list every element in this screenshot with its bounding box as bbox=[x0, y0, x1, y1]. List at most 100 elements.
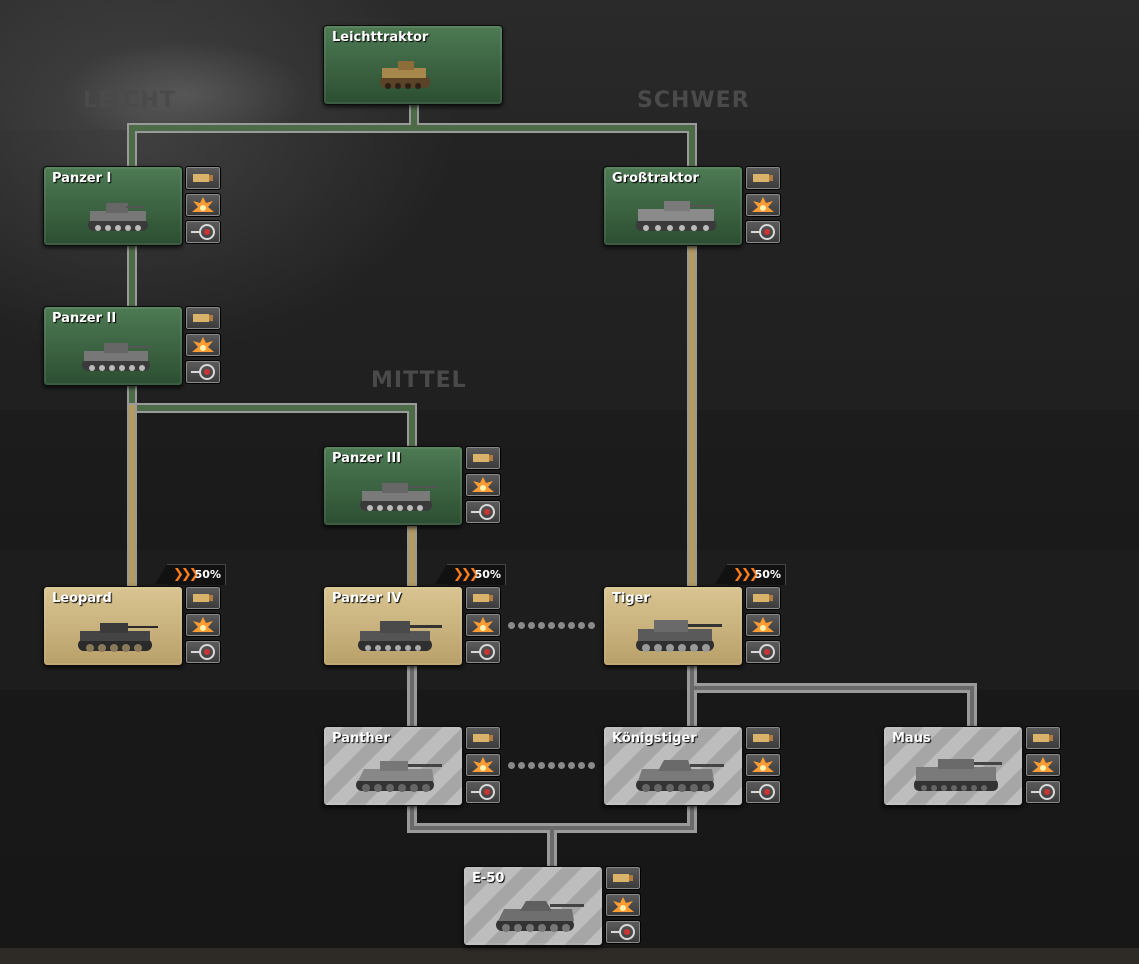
upgrade-icons bbox=[185, 306, 223, 386]
node-card[interactable]: Tiger bbox=[603, 586, 743, 666]
ammo-icon[interactable] bbox=[185, 586, 221, 610]
tank-icon bbox=[496, 901, 584, 932]
discount-percent: 50% bbox=[754, 568, 781, 581]
node-card[interactable]: Panzer I bbox=[43, 166, 183, 246]
node-title: Panther bbox=[332, 731, 390, 746]
ammo-icon[interactable] bbox=[605, 866, 641, 890]
node-title: Panzer II bbox=[52, 311, 117, 326]
category-label-medium: MITTEL bbox=[371, 368, 467, 393]
tech-node-leichttraktor[interactable]: Leichttraktor bbox=[323, 25, 503, 105]
ammo-icon[interactable] bbox=[185, 166, 221, 190]
tech-node-e-50[interactable]: E-50 bbox=[463, 866, 643, 946]
node-title: Tiger bbox=[612, 591, 650, 606]
target-icon[interactable] bbox=[465, 640, 501, 664]
discount-badge: ❯❯❯ 50% bbox=[435, 564, 506, 585]
tech-node-panzer-1[interactable]: Panzer I bbox=[43, 166, 223, 246]
ammo-icon[interactable] bbox=[1025, 726, 1061, 750]
node-card[interactable]: Panzer IV bbox=[323, 586, 463, 666]
explosion-icon[interactable] bbox=[185, 333, 221, 357]
researched-lines bbox=[127, 100, 697, 451]
target-icon[interactable] bbox=[185, 640, 221, 664]
tank-icon bbox=[380, 61, 430, 89]
tank-icon bbox=[636, 760, 724, 792]
discount-chevron-icon: ❯❯❯ bbox=[453, 567, 480, 582]
target-icon[interactable] bbox=[745, 640, 781, 664]
target-icon[interactable] bbox=[605, 920, 641, 944]
discount-badge: ❯❯❯ 50% bbox=[715, 564, 786, 585]
explosion-icon[interactable] bbox=[185, 193, 221, 217]
node-card[interactable]: Leichttraktor bbox=[323, 25, 503, 105]
upgrade-icons bbox=[1025, 726, 1063, 806]
target-icon[interactable] bbox=[465, 500, 501, 524]
node-card[interactable]: Leopard bbox=[43, 586, 183, 666]
tech-node-panther[interactable]: Panther bbox=[323, 726, 503, 806]
category-label-heavy: SCHWER bbox=[637, 88, 750, 113]
node-title: Königstiger bbox=[612, 731, 697, 746]
explosion-icon[interactable] bbox=[185, 613, 221, 637]
target-icon[interactable] bbox=[1025, 780, 1061, 804]
target-icon[interactable] bbox=[185, 360, 221, 384]
target-icon[interactable] bbox=[745, 780, 781, 804]
explosion-icon[interactable] bbox=[745, 193, 781, 217]
ammo-icon[interactable] bbox=[465, 726, 501, 750]
explosion-icon[interactable] bbox=[745, 753, 781, 777]
target-icon[interactable] bbox=[465, 780, 501, 804]
node-card[interactable]: Maus bbox=[883, 726, 1023, 806]
upgrade-icons bbox=[465, 586, 503, 666]
target-icon[interactable] bbox=[745, 220, 781, 244]
category-label-light: LEICHT bbox=[83, 88, 176, 113]
node-title: Panzer IV bbox=[332, 591, 402, 606]
discount-percent: 50% bbox=[194, 568, 221, 581]
target-icon[interactable] bbox=[185, 220, 221, 244]
ammo-icon[interactable] bbox=[185, 306, 221, 330]
discount-chevron-icon: ❯❯❯ bbox=[733, 567, 760, 582]
node-title: Leopard bbox=[52, 591, 112, 606]
tech-node-panzer-4[interactable]: ❯❯❯ 50% Panzer IV bbox=[323, 564, 506, 666]
node-card[interactable]: E-50 bbox=[463, 866, 603, 946]
tech-node-koenigstiger[interactable]: Königstiger bbox=[603, 726, 783, 806]
node-title: E-50 bbox=[472, 871, 505, 886]
tank-icon bbox=[360, 483, 438, 511]
node-card[interactable]: Königstiger bbox=[603, 726, 743, 806]
explosion-icon[interactable] bbox=[465, 753, 501, 777]
ammo-icon[interactable] bbox=[745, 166, 781, 190]
tank-icon bbox=[636, 620, 722, 652]
node-card[interactable]: Panther bbox=[323, 726, 463, 806]
tech-node-panzer-2[interactable]: Panzer II bbox=[43, 306, 223, 386]
connection-dots bbox=[508, 614, 598, 629]
upgrade-icons bbox=[745, 726, 783, 806]
upgrade-icons bbox=[465, 446, 503, 526]
tank-icon bbox=[78, 623, 158, 652]
explosion-icon[interactable] bbox=[745, 613, 781, 637]
tank-icon bbox=[82, 343, 150, 371]
tech-node-leopard[interactable]: ❯❯❯ 50% Leopard bbox=[43, 564, 226, 666]
node-card[interactable]: Großtraktor bbox=[603, 166, 743, 246]
upgrade-icons bbox=[745, 586, 783, 666]
explosion-icon[interactable] bbox=[465, 613, 501, 637]
background-tank-silhouette bbox=[60, 40, 310, 130]
node-card[interactable]: Panzer III bbox=[323, 446, 463, 526]
tank-icon bbox=[358, 621, 442, 651]
ammo-icon[interactable] bbox=[465, 446, 501, 470]
node-title: Maus bbox=[892, 731, 931, 746]
node-card[interactable]: Panzer II bbox=[43, 306, 183, 386]
tank-icon bbox=[88, 203, 148, 231]
upgrade-icons bbox=[605, 866, 643, 946]
explosion-icon[interactable] bbox=[1025, 753, 1061, 777]
tech-node-panzer-3[interactable]: Panzer III bbox=[323, 446, 503, 526]
explosion-icon[interactable] bbox=[465, 473, 501, 497]
upgrade-icons bbox=[465, 726, 503, 806]
tech-node-tiger[interactable]: ❯❯❯ 50% Tiger bbox=[603, 564, 786, 666]
ammo-icon[interactable] bbox=[745, 726, 781, 750]
tank-icon bbox=[636, 201, 716, 231]
upgrade-icons bbox=[745, 166, 783, 246]
ammo-icon[interactable] bbox=[745, 586, 781, 610]
node-title: Panzer I bbox=[52, 171, 112, 186]
tank-icon bbox=[914, 759, 1002, 791]
tech-node-grosstraktor[interactable]: Großtraktor bbox=[603, 166, 783, 246]
discount-percent: 50% bbox=[474, 568, 501, 581]
tech-node-maus[interactable]: Maus bbox=[883, 726, 1063, 806]
ammo-icon[interactable] bbox=[465, 586, 501, 610]
explosion-icon[interactable] bbox=[605, 893, 641, 917]
